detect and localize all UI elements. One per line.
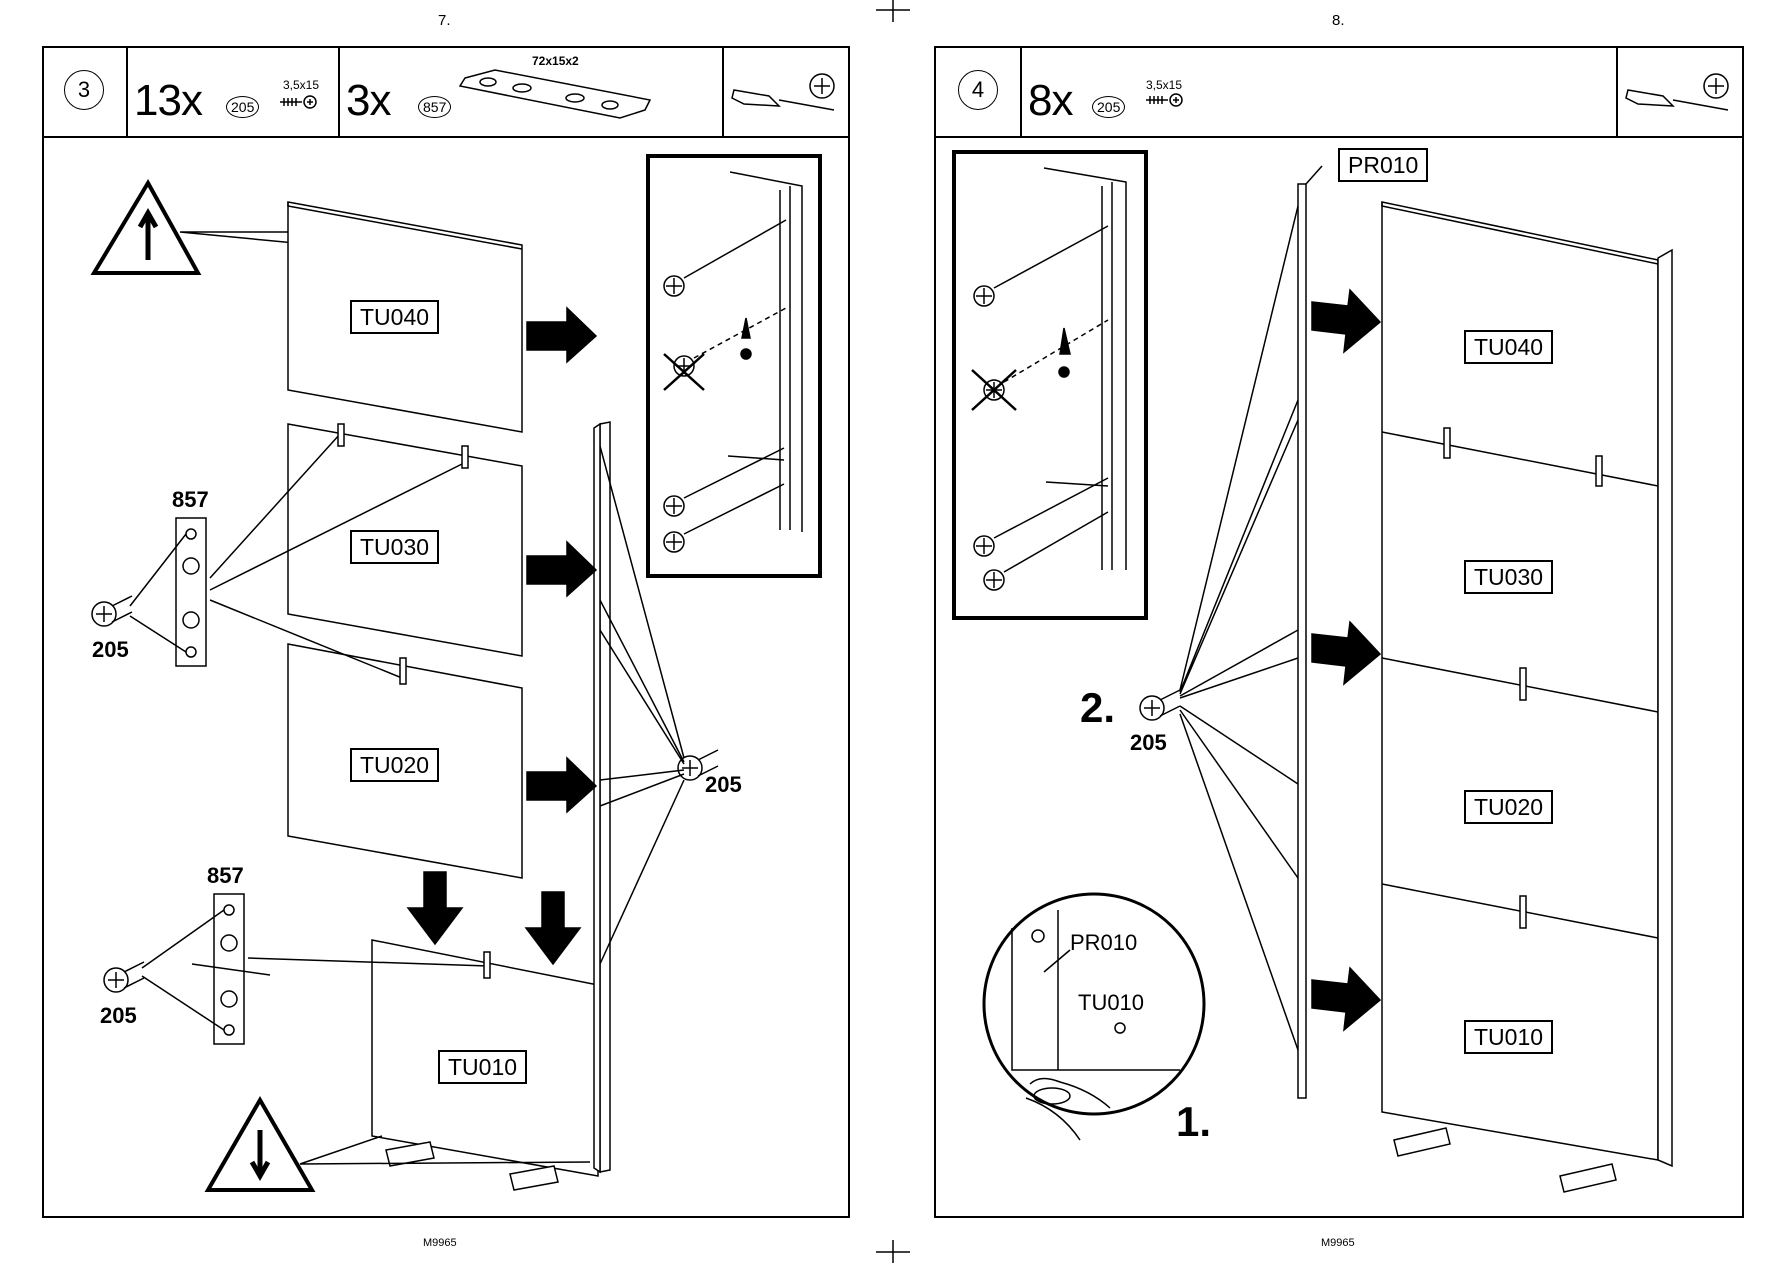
parts-header-right: 4 8x 205 3,5x15 (936, 48, 1742, 138)
part-size: 72x15x2 (532, 54, 579, 68)
detail-label-pr010: PR010 (1070, 930, 1138, 955)
panel-label-tu020: TU020 (1464, 790, 1554, 824)
footer-code-left: M9965 (423, 1237, 457, 1249)
callout-screw-205: 205 (1130, 730, 1167, 755)
detail-label-tu010: TU010 (1078, 990, 1145, 1015)
panel-label-tu020: TU020 (350, 748, 440, 782)
step-marker-2: 2. (1080, 684, 1116, 731)
panel-label-tu030: TU030 (1464, 560, 1554, 594)
part-quantity: 3x (346, 76, 391, 125)
step-cell: 3 (44, 48, 128, 136)
panel-label-tu040: TU040 (350, 300, 440, 334)
part-quantity: 13x (134, 76, 203, 125)
step-number: 4 (958, 70, 998, 110)
callout-screw-205: 205 (92, 637, 129, 662)
part-icons (1146, 73, 1729, 111)
page-number-right: 8. (1332, 12, 1345, 29)
parts-header-left: 3 13x 205 3,5x15 3x 857 72x15x2 (44, 48, 848, 138)
panel-label-tu010: TU010 (438, 1050, 528, 1084)
callout-plate-857: 857 (172, 487, 209, 512)
part-size: 3,5x15 (1146, 78, 1183, 92)
plate-icon (458, 69, 652, 119)
part-cell-205: 13x 205 3,5x15 (128, 48, 340, 136)
footer-code-right: M9965 (1321, 1237, 1355, 1249)
page-number-left: 7. (438, 12, 451, 29)
step-number: 3 (64, 70, 104, 110)
part-code-badge: 205 (1092, 96, 1126, 118)
panel-label-tu010: TU010 (1464, 1020, 1554, 1054)
screw-icon (280, 95, 317, 109)
part-quantity: 8x (1028, 76, 1073, 125)
callout-plate-857-lower: 857 (207, 863, 244, 888)
part-code-badge: 205 (226, 96, 260, 118)
post-label-pr010: PR010 (1338, 148, 1429, 182)
instruction-frame-right: 4 8x 205 3,5x15 (934, 46, 1744, 1218)
callout-screw-205-side: 205 (705, 772, 742, 797)
screwdriver-icon (731, 73, 835, 111)
callout-screw-205-lower: 205 (100, 1003, 137, 1028)
part-code-badge: 857 (418, 96, 452, 118)
instruction-frame-left: 3 13x 205 3,5x15 3x 857 72x15x2 (42, 46, 850, 1218)
tool-cell (1616, 48, 1618, 136)
panel-label-tu040: TU040 (1464, 330, 1554, 364)
step-marker-1: 1. (1176, 1098, 1212, 1145)
step-cell: 4 (936, 48, 1022, 136)
part-size: 3,5x15 (283, 78, 320, 92)
part-cell-857: 3x 857 72x15x2 (340, 48, 724, 136)
panel-label-tu030: TU030 (350, 530, 440, 564)
